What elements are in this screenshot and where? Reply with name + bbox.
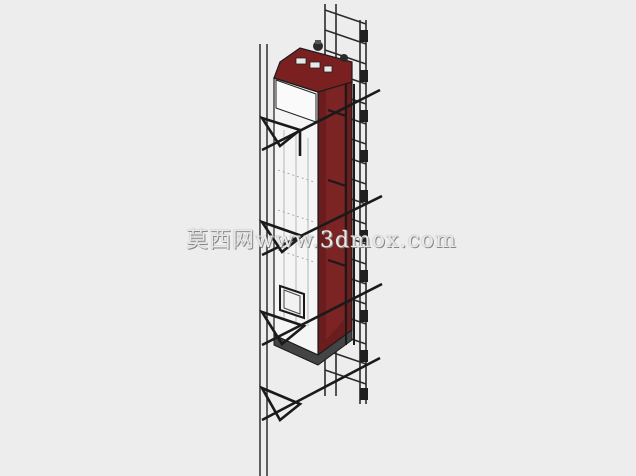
- watermark-text: 莫西网www.3dmox.com: [186, 228, 457, 253]
- support-frames: [258, 88, 383, 422]
- cabinet: [273, 40, 353, 366]
- wall-lines: [259, 44, 268, 476]
- mount-rails: [345, 84, 355, 345]
